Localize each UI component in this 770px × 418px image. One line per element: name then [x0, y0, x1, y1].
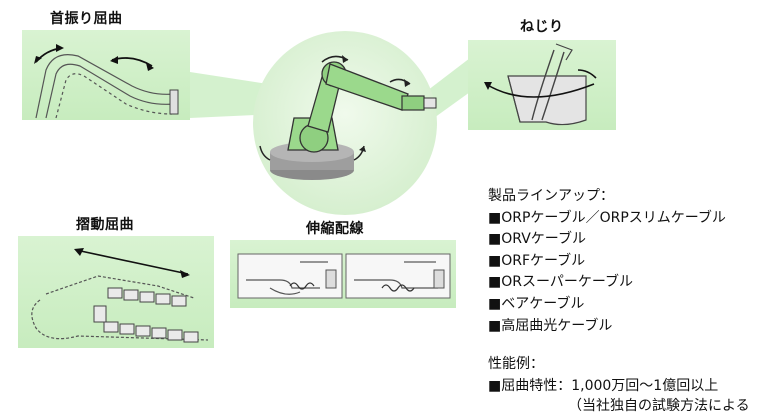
lineup-item: ■ベアケーブル: [488, 295, 585, 312]
neck-bend-cable-drawing: [34, 44, 179, 119]
performance-block: 性能例： ■屈曲特性：1,000万回～1億回以上: [488, 354, 718, 397]
label-extension-wiring: 伸縮配線: [306, 221, 364, 237]
panel-neck-bend: [22, 30, 190, 120]
lineup-title: 製品ラインアップ：: [488, 188, 614, 204]
lineup-item: ■ORスーパーケーブル: [488, 274, 633, 291]
industrial-robot-illustration: [259, 55, 437, 180]
product-lineup-block: 製品ラインアップ： ■ORPケーブル／ORPスリムケーブル ■ORVケーブル ■…: [488, 186, 726, 337]
sliding-bend-chain-drawing: [31, 248, 209, 343]
extension-wiring-drawing: [237, 253, 451, 299]
twist-cable-drawing: [484, 43, 597, 126]
label-twist: ねじり: [520, 19, 564, 35]
label-sliding-bend: 摺動屈曲: [76, 217, 134, 233]
lineup-item: ■ORFケーブル: [488, 252, 586, 269]
performance-title: 性能例：: [488, 356, 544, 372]
performance-line: ■屈曲特性：1,000万回～1億回以上: [488, 377, 719, 394]
lineup-item: ■高屈曲光ケーブル: [488, 317, 613, 334]
lineup-item: ■ORPケーブル／ORPスリムケーブル: [488, 209, 726, 226]
label-neck-bend: 首振り屈曲: [50, 11, 123, 27]
performance-note: （当社独自の試験方法による: [568, 398, 750, 414]
lineup-item: ■ORVケーブル: [488, 231, 586, 248]
